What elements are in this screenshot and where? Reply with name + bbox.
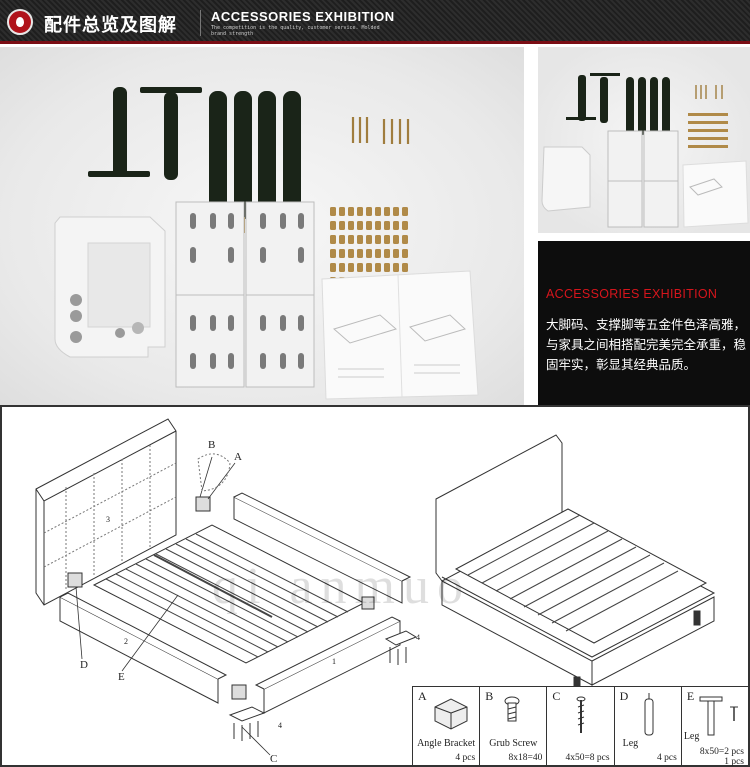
label-b: B — [208, 439, 216, 451]
angle-bracket-icon — [434, 698, 468, 730]
grub-screw-icon — [504, 696, 520, 722]
logo-icon — [7, 9, 33, 35]
info-description: 大脚码、支撑脚等五金件色泽高雅，与家具之间相搭配完美完全承重，稳固牢实，彰显其经… — [546, 317, 747, 372]
accessories-thumbnail-illustration — [541, 73, 749, 228]
screw-icon — [576, 696, 586, 733]
assembly-diagram: qi anmuo B A 3 2 1 D E C 4 4 A Angle Bra… — [0, 405, 750, 767]
part-qty: 4 pcs — [455, 753, 476, 763]
part-qty: 8x50=2 pcs — [699, 747, 745, 757]
label-4-foot: 4 — [278, 721, 282, 730]
part-name: Leg — [622, 738, 639, 749]
label-2: 2 — [124, 637, 128, 646]
accessories-thumbnail — [538, 47, 750, 233]
accessories-photo-illustration — [54, 87, 479, 400]
part-letter: D — [619, 689, 629, 703]
assembly-drawing — [35, 418, 716, 756]
part-name: Leg — [683, 731, 700, 742]
info-title: ACCESSORIES EXHIBITION — [546, 287, 718, 301]
label-3: 3 — [106, 515, 110, 524]
part-cell-leg: D Leg 4 pcs — [615, 687, 682, 765]
header-title-en: ACCESSORIES EXHIBITION — [211, 9, 395, 24]
part-cell-t-leg: E Leg 8x50=2 pcs 1 pcs — [682, 687, 748, 767]
label-a: A — [234, 451, 242, 463]
part-letter: E — [686, 689, 695, 703]
part-qty: 4 pcs — [657, 753, 677, 763]
accessories-photo — [0, 47, 530, 405]
part-cell-angle-bracket: A Angle Bracket 4 pcs — [413, 687, 481, 765]
part-letter: B — [485, 689, 494, 703]
header-bar: 配件总览及图解 ACCESSORIES EXHIBITION The compe… — [0, 0, 750, 44]
leg-icon — [644, 693, 654, 736]
header-title-cn: 配件总览及图解 — [44, 15, 177, 36]
part-name: Angle Bracket — [417, 738, 476, 749]
label-d: D — [80, 659, 88, 671]
label-4-bracket: 4 — [416, 633, 420, 642]
part-cell-screw: C 4x50=8 pcs — [547, 687, 615, 765]
label-c: C — [270, 753, 278, 765]
part-qty-secondary: 1 pcs — [724, 757, 745, 767]
watermark: qi anmuo — [212, 558, 471, 615]
part-letter: A — [418, 689, 427, 703]
part-cell-grub-screw: B Grub Screw 8x18=40 — [480, 687, 548, 765]
parts-table: A Angle Bracket 4 pcs B Grub Screw 8x18=… — [412, 686, 749, 767]
part-letter: C — [552, 689, 561, 703]
header-divider — [200, 10, 201, 36]
label-e: E — [118, 671, 125, 683]
label-1: 1 — [332, 657, 336, 666]
info-panel: ACCESSORIES EXHIBITION 大脚码、支撑脚等五金件色泽高雅，与… — [538, 241, 750, 405]
t-leg-icon — [699, 696, 738, 736]
part-qty: 4x50=8 pcs — [565, 753, 610, 763]
part-qty: 8x18=40 — [508, 753, 543, 763]
part-name: Grub Screw — [489, 738, 538, 749]
header-subtitle: The competition is the quality, customer… — [211, 25, 380, 37]
